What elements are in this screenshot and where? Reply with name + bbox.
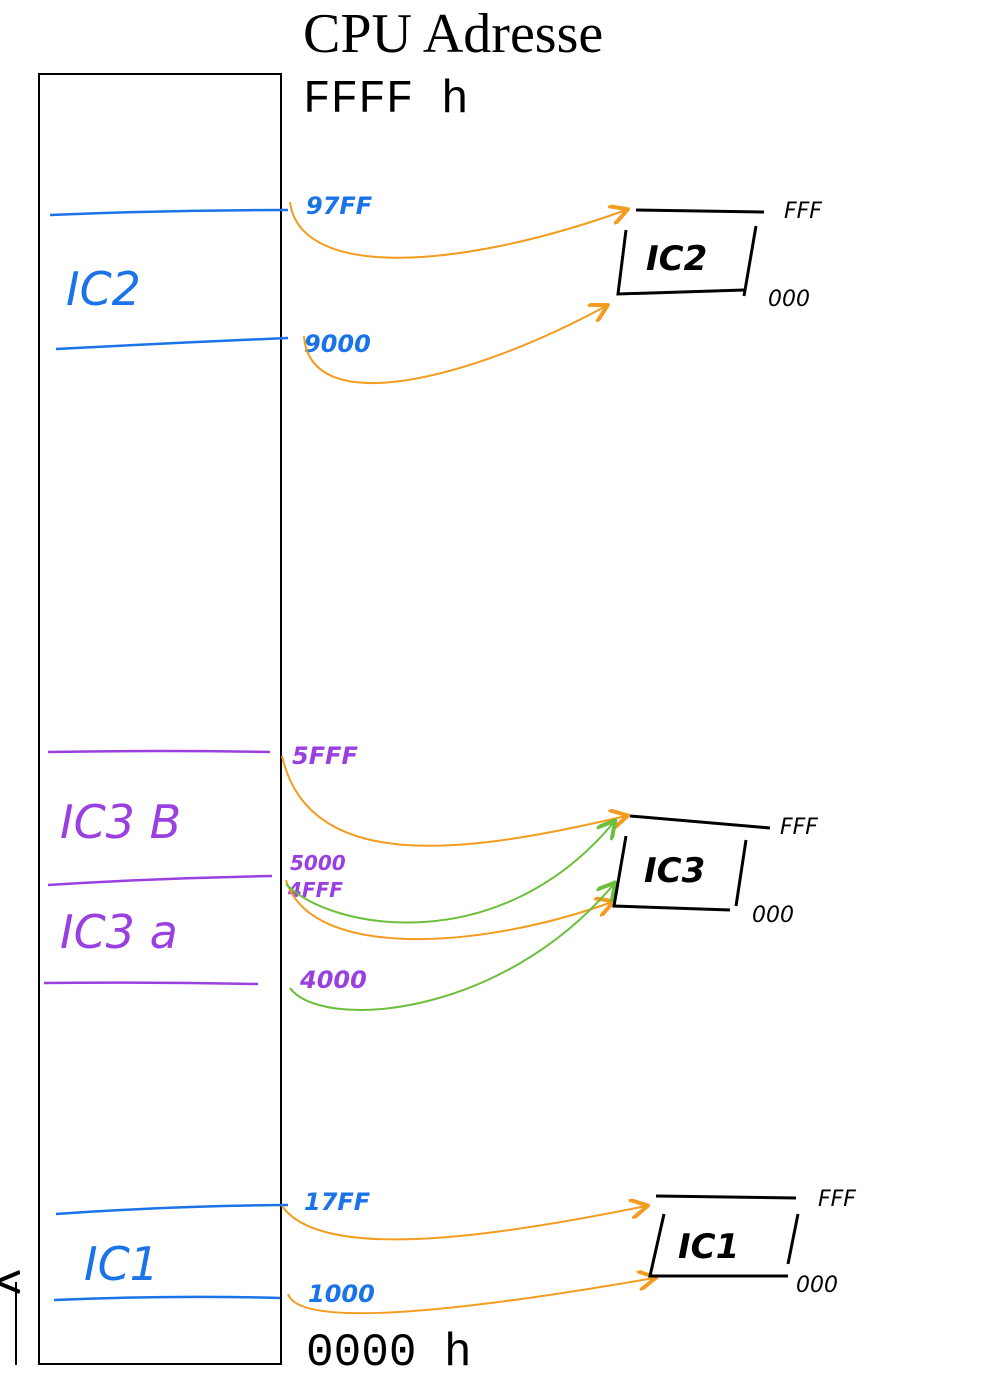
ic3-middle-boundary bbox=[47, 874, 273, 887]
chip-ic1: IC1 FFF 000 bbox=[648, 1187, 856, 1298]
ic2-low-address: 9000 bbox=[304, 330, 371, 358]
ic3a-lower-boundary bbox=[43, 981, 259, 986]
chip-ic2-label: IC2 bbox=[646, 239, 707, 279]
ic3b-high-mapping-arrow bbox=[281, 755, 626, 847]
ic2-upper-boundary bbox=[49, 208, 289, 217]
chip-ic2-low-address: 000 bbox=[768, 287, 810, 312]
ic2-high-address: 97FF bbox=[306, 192, 373, 220]
chip-ic3-label: IC3 bbox=[644, 851, 705, 891]
ic2-region-label: IC2 bbox=[66, 262, 141, 316]
chip-ic1-high-address: FFF bbox=[818, 1187, 856, 1212]
ic1-upper-boundary bbox=[55, 1203, 289, 1216]
ic3b-region-label: IC3 B bbox=[60, 795, 181, 849]
memory-column bbox=[38, 73, 282, 1365]
chip-ic3-high-address: FFF bbox=[780, 815, 818, 840]
ic3b-upper-boundary bbox=[47, 749, 271, 754]
ic3a-region-label: IC3 a bbox=[60, 905, 178, 959]
ic3a-high-address: 4FFF bbox=[287, 878, 343, 902]
ic3b-low-address: 5000 bbox=[290, 851, 346, 875]
ic3b-high-address: 5FFF bbox=[292, 742, 358, 770]
ic2-low-mapping-arrow bbox=[303, 306, 606, 384]
top-address-label: FFFF h bbox=[303, 74, 469, 126]
ic1-low-address: 1000 bbox=[308, 1280, 375, 1308]
chip-ic3: IC3 FFF 000 bbox=[612, 814, 818, 928]
diagram-title: CPU Adresse bbox=[303, 3, 603, 65]
ic2-high-mapping-arrow bbox=[289, 201, 626, 259]
chip-ic1-label: IC1 bbox=[678, 1227, 739, 1267]
bottom-address-label: 0000 h bbox=[306, 1327, 472, 1379]
ic1-high-address: 17FF bbox=[304, 1188, 371, 1216]
ic1-region-label: IC1 bbox=[84, 1237, 159, 1291]
ic3a-low-address: 4000 bbox=[299, 966, 367, 994]
chip-ic2-high-address: FFF bbox=[784, 199, 822, 224]
ic2-lower-boundary bbox=[55, 336, 289, 351]
ic3b-low-mapping-arrow bbox=[285, 879, 612, 940]
ic1-low-mapping-arrow bbox=[287, 1278, 654, 1315]
ic1-lower-boundary bbox=[53, 1295, 281, 1302]
ic3a-low-mapping-arrow bbox=[289, 884, 614, 1011]
chip-ic3-low-address: 000 bbox=[752, 903, 794, 928]
ic3a-high-mapping-arrow bbox=[285, 822, 614, 924]
ic1-high-mapping-arrow bbox=[281, 1206, 646, 1241]
chip-ic2: IC2 FFF 000 bbox=[616, 199, 822, 312]
chip-ic1-low-address: 000 bbox=[796, 1273, 838, 1298]
